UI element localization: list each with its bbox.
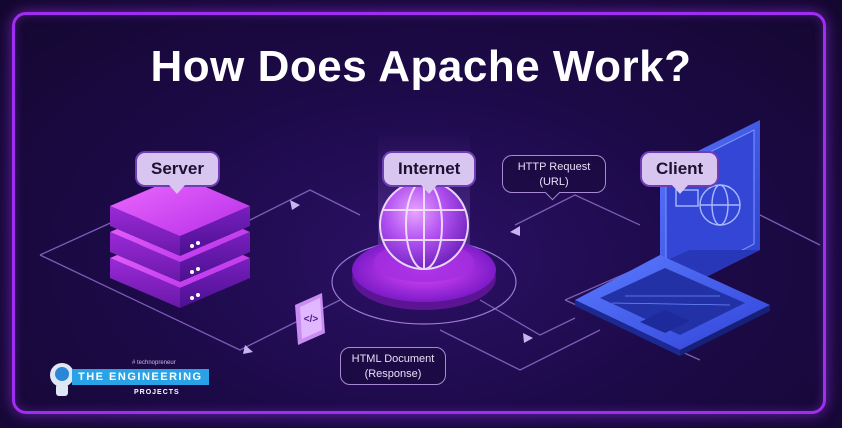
internet-label: Internet [384,153,475,194]
server-stack-icon [110,176,250,308]
arrow-heads [243,200,533,354]
html-response-line1: HTML Document [351,353,435,365]
http-request-line2: (URL) [539,176,569,188]
logo-sub-text: PROJECTS [134,389,180,396]
http-request-line1: HTTP Request [517,161,591,173]
http-request-note: HTTP Request (URL) [502,155,606,201]
glow-border [12,12,826,414]
document-code-text: </> [304,314,319,325]
html-response-line2: (Response) [364,368,422,380]
page-title: How Does Apache Work? [150,42,692,91]
logo-robot-icon [50,363,74,396]
logo-tagline: # technopreneur [132,360,176,366]
server-label: Server [137,153,218,194]
client-label: Client [642,153,718,194]
html-document-icon [295,293,325,345]
logo-main-text: THE ENGINEERING [72,369,209,385]
html-response-note: HTML Document (Response) [340,347,446,385]
